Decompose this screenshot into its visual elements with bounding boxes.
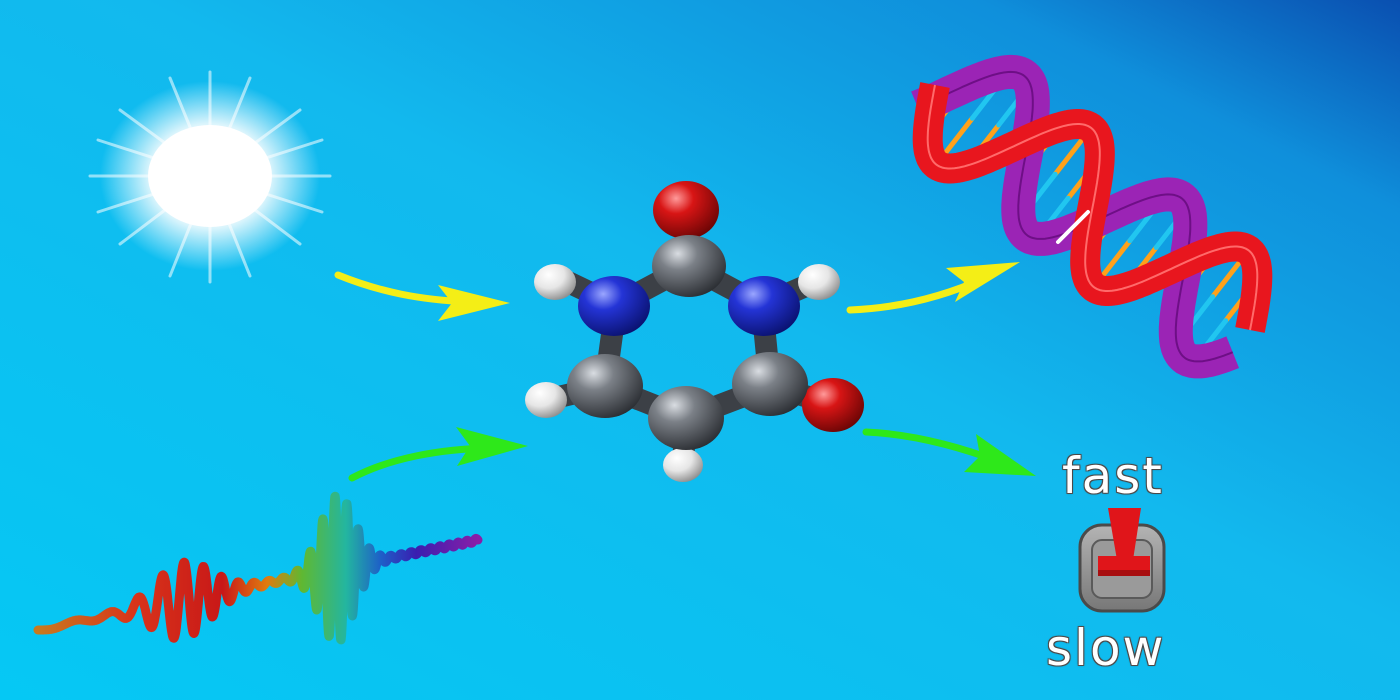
hydrogen-atom [534, 264, 576, 300]
uracil-molecule-icon [525, 181, 864, 482]
oxygen-atom [653, 181, 719, 239]
arrow-molecule-to-switch [862, 428, 1036, 476]
fast-slow-switch-icon [1078, 508, 1166, 613]
carbon-atom [652, 235, 726, 297]
carbon-atom [732, 352, 808, 416]
sun-icon [88, 70, 332, 284]
hydrogen-atom [798, 264, 840, 300]
arrow-molecule-to-dna [846, 262, 1020, 314]
hydrogen-atom [663, 448, 703, 482]
fast-label: fast [1062, 447, 1164, 505]
arrow-pulse-to-molecule [348, 427, 528, 482]
carbon-atom [648, 386, 724, 450]
arrow-sun-to-molecule [334, 271, 510, 321]
slow-label: slow [1046, 619, 1166, 677]
dna-helix-icon [903, 54, 1273, 379]
nitrogen-atom [728, 276, 800, 336]
nitrogen-atom [578, 276, 650, 336]
hydrogen-atom [525, 382, 567, 418]
light-pulse-icon [33, 491, 483, 645]
oxygen-atom [802, 378, 864, 432]
carbon-atom [567, 354, 643, 418]
